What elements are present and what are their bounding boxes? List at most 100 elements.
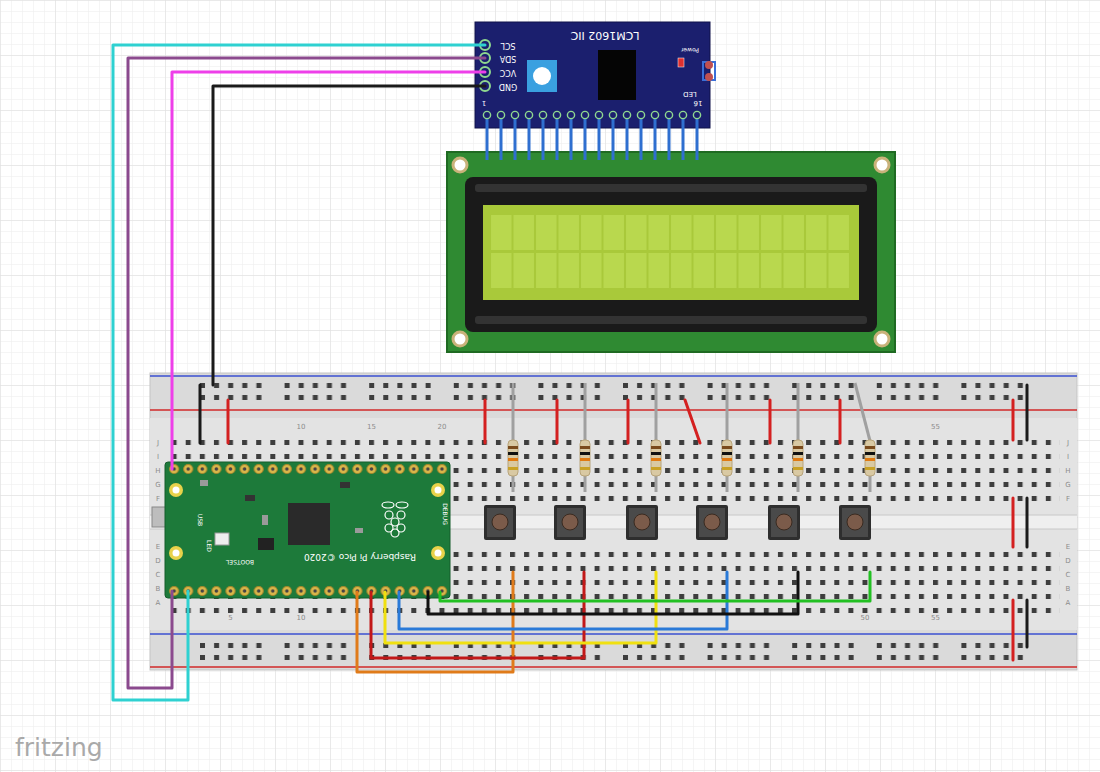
resistor-symbol bbox=[580, 440, 590, 476]
pico-board bbox=[215, 533, 229, 545]
push-button bbox=[634, 514, 650, 530]
button-label: BOOTSEL bbox=[226, 559, 254, 565]
column-number: 55 bbox=[931, 424, 940, 431]
resistor-symbol bbox=[512, 476, 515, 492]
jumper-wire bbox=[475, 71, 485, 74]
row-letter: A bbox=[1066, 599, 1071, 606]
jumper-wire bbox=[475, 44, 485, 47]
pin-number: 16 bbox=[694, 99, 703, 106]
pico-board bbox=[340, 482, 350, 488]
breadboard bbox=[150, 633, 1077, 635]
column-number: 50 bbox=[861, 615, 870, 622]
i2c-backpack bbox=[705, 61, 713, 69]
resistor-symbol bbox=[722, 452, 732, 455]
push-button bbox=[557, 508, 583, 537]
row-letter: F bbox=[1066, 495, 1070, 502]
lcd-display bbox=[875, 332, 889, 346]
resistor-symbol bbox=[797, 476, 800, 492]
resistor-symbol bbox=[580, 467, 590, 470]
jumper-wire bbox=[428, 572, 798, 614]
i2c-backpack bbox=[475, 22, 715, 160]
watermark: fritzing bbox=[15, 735, 103, 760]
push-button bbox=[847, 514, 863, 530]
column-number: 55 bbox=[931, 615, 940, 622]
pico-board bbox=[355, 528, 363, 533]
i2c-backpack-board: LCM1602 IICPowerSCLSDAVCCGNDLED116 bbox=[475, 22, 710, 128]
lcd-display bbox=[875, 158, 889, 172]
push-button bbox=[704, 514, 720, 530]
jumper-wire bbox=[769, 400, 772, 443]
column-number: 5 bbox=[228, 615, 232, 622]
resistor-symbol bbox=[651, 467, 661, 470]
breadboard bbox=[200, 641, 1046, 665]
breadboard bbox=[150, 666, 1077, 668]
push-button bbox=[771, 508, 797, 537]
push-button bbox=[484, 505, 516, 540]
row-letter: B bbox=[156, 585, 161, 592]
resistor-symbol bbox=[793, 440, 803, 476]
resistor-symbol bbox=[726, 476, 729, 492]
row-letter: H bbox=[1065, 467, 1070, 474]
pin-label: SDA bbox=[500, 54, 517, 62]
row-letter: G bbox=[1065, 481, 1070, 488]
resistor-symbol bbox=[655, 383, 658, 441]
pico-board bbox=[245, 495, 255, 501]
pico-board bbox=[288, 503, 330, 545]
breadboard bbox=[150, 373, 1077, 670]
led-label: LED bbox=[206, 540, 212, 552]
push-button bbox=[626, 505, 658, 540]
row-letter: D bbox=[1065, 557, 1070, 564]
resistor-symbol bbox=[651, 452, 661, 455]
resistor-symbol bbox=[865, 440, 875, 476]
resistor-symbol bbox=[722, 458, 732, 461]
lcd-display bbox=[453, 332, 467, 346]
row-letter: C bbox=[1066, 571, 1071, 578]
breadboard bbox=[150, 418, 1077, 630]
pico-board bbox=[173, 550, 180, 557]
lcd-display bbox=[453, 158, 467, 172]
row-letter: F bbox=[156, 495, 160, 502]
pin-label: GND bbox=[499, 82, 517, 90]
resistor-symbol bbox=[508, 467, 518, 470]
resistor-symbol bbox=[855, 383, 870, 441]
indicator-label: Power bbox=[681, 47, 699, 53]
push-button bbox=[492, 514, 508, 530]
resistor-symbol bbox=[793, 467, 803, 470]
jumper-wire bbox=[685, 400, 700, 443]
resistor-symbol bbox=[865, 452, 875, 455]
pico-board bbox=[262, 515, 268, 525]
row-letter: A bbox=[156, 599, 161, 606]
resistor-symbol bbox=[722, 446, 732, 449]
lcd-display bbox=[465, 177, 877, 332]
wire-connector bbox=[128, 58, 475, 688]
jumper-wire bbox=[484, 400, 487, 443]
resistor-symbol bbox=[726, 383, 729, 441]
pico-board bbox=[385, 511, 393, 519]
push-button bbox=[484, 505, 871, 540]
i2c-backpack bbox=[533, 67, 551, 85]
header-label: DEBUG bbox=[442, 503, 448, 525]
lcd-display bbox=[447, 152, 895, 352]
resistor-symbol bbox=[797, 383, 800, 441]
lcd-display bbox=[447, 152, 895, 352]
jumper-wire bbox=[385, 572, 656, 643]
lcd-display bbox=[490, 214, 850, 290]
breadboard bbox=[150, 373, 1077, 670]
resistor-symbol bbox=[580, 446, 590, 449]
i2c-backpack bbox=[678, 58, 684, 67]
row-letter: H bbox=[155, 467, 160, 474]
lcd-display bbox=[475, 316, 867, 324]
push-button bbox=[768, 505, 800, 540]
push-button bbox=[839, 505, 871, 540]
board-name: Raspberry Pi Pico ©2020 bbox=[304, 552, 416, 561]
push-button bbox=[699, 508, 725, 537]
pico-board bbox=[382, 502, 394, 508]
pico-board bbox=[152, 462, 450, 598]
pico-board bbox=[167, 462, 449, 598]
pico-board bbox=[391, 529, 399, 537]
pico-board bbox=[435, 550, 442, 557]
